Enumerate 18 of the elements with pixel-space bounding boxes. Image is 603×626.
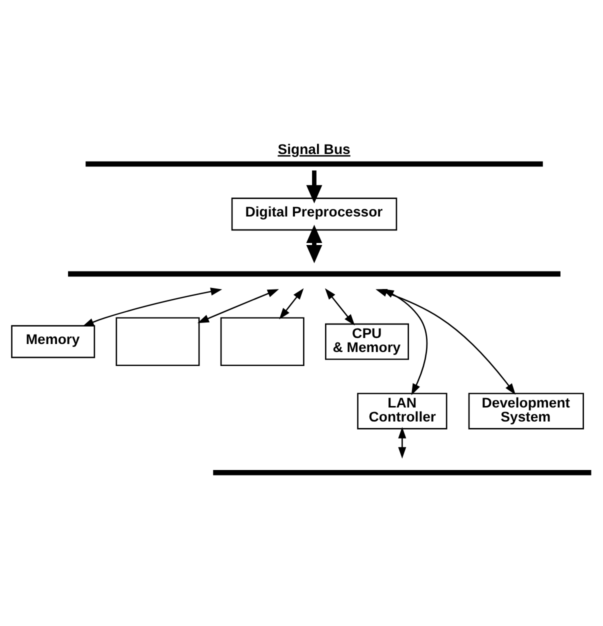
node-bar (213, 470, 592, 475)
arrow (306, 170, 322, 203)
arrow (324, 288, 355, 326)
arrow (306, 224, 322, 263)
node-box (220, 316, 304, 366)
arrow (197, 288, 279, 323)
node-label: Signal Bus (278, 140, 350, 157)
arrow (279, 288, 304, 319)
node-box: LAN Controller (357, 392, 448, 429)
arrow (398, 426, 406, 458)
node-box: Digital Preprocessor (231, 197, 398, 230)
arrow (82, 287, 222, 326)
node-box (116, 316, 200, 366)
node-box: Memory (11, 324, 96, 358)
node-bar (68, 270, 560, 276)
node-box: CPU & Memory (325, 322, 409, 360)
node-box: Development System (468, 392, 584, 429)
node-box (86, 160, 543, 166)
